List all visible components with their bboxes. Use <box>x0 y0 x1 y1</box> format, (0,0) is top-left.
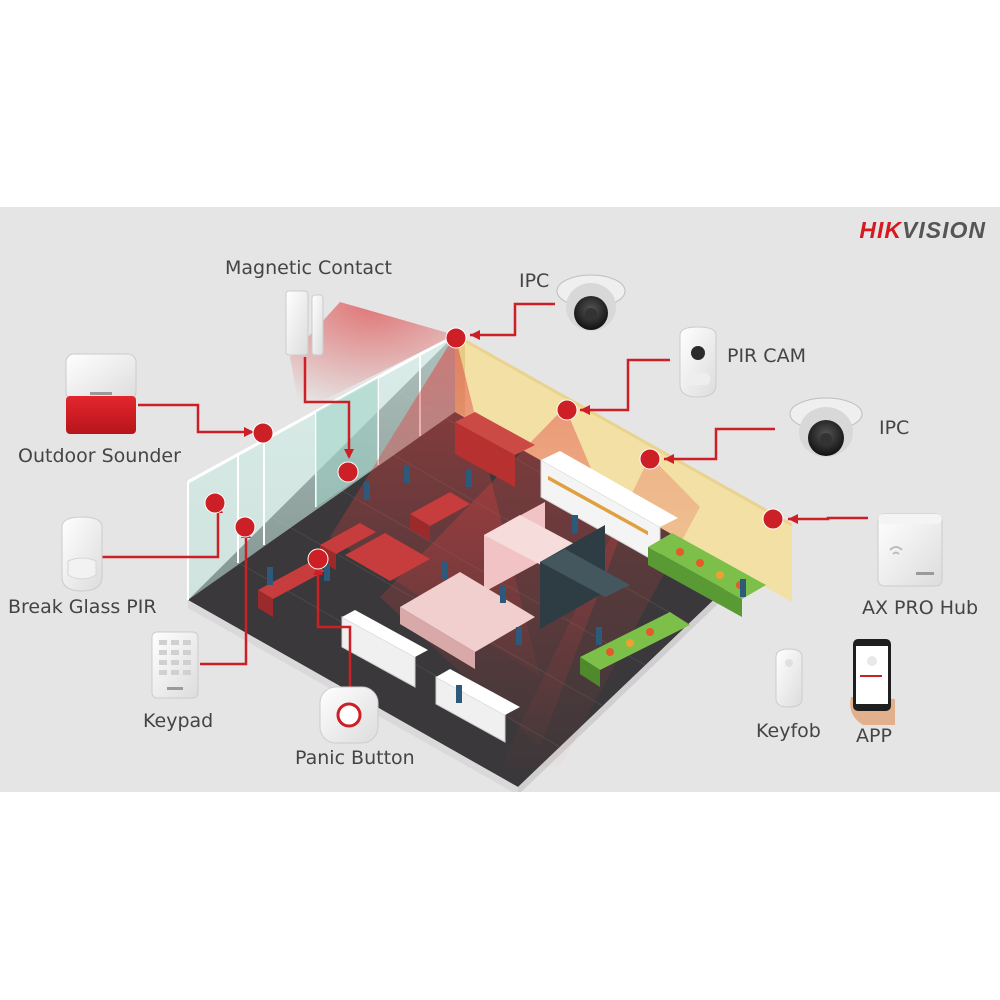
keyfob-icon <box>775 648 803 708</box>
device-markers <box>204 327 784 570</box>
panic-button-icon <box>319 686 379 744</box>
label-outdoor-sounder: Outdoor Sounder <box>18 445 181 467</box>
label-ipc-top: IPC <box>519 270 550 292</box>
security-diagram: HIKVISION <box>0 207 1000 792</box>
label-keyfob: Keyfob <box>756 720 821 742</box>
smartphone-icon <box>850 639 895 725</box>
hub-icon <box>877 513 943 587</box>
label-ipc-right: IPC <box>879 417 910 439</box>
label-app: APP <box>856 725 892 747</box>
pir-camera-icon <box>679 326 717 398</box>
label-keypad: Keypad <box>143 710 214 732</box>
store-content <box>258 412 766 743</box>
label-magnetic-contact: Magnetic Contact <box>225 257 392 279</box>
magnetic-contact-icon <box>285 290 324 356</box>
hikvision-logo: HIKVISION <box>859 217 986 243</box>
siren-icon <box>65 353 137 434</box>
label-pir-cam: PIR CAM <box>727 345 806 367</box>
label-ax-pro-hub: AX PRO Hub <box>862 597 979 619</box>
connector-lines <box>102 302 868 687</box>
label-panic-button: Panic Button <box>295 747 415 769</box>
keypad-icon <box>151 631 199 699</box>
label-break-glass-pir: Break Glass PIR <box>8 596 157 618</box>
dome-camera-icon <box>789 397 863 457</box>
dome-camera-icon <box>556 274 626 331</box>
pir-sensor-icon <box>61 516 103 592</box>
